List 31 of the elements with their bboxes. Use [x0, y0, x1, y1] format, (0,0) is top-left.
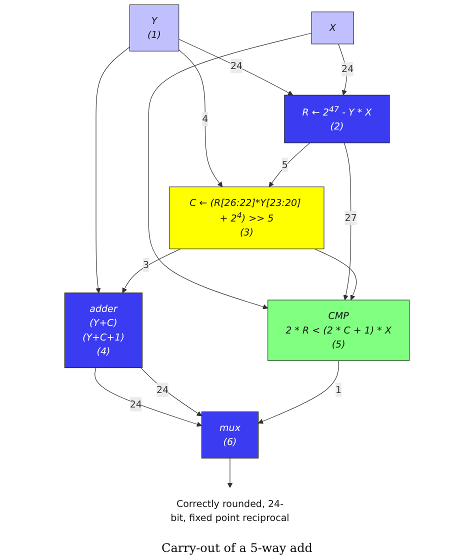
edge-label: 5 [282, 158, 288, 170]
arrow [258, 360, 339, 424]
node-box: Y (1) [129, 4, 180, 52]
node-box: mux (6) [201, 411, 259, 458]
edge-label: 4 [202, 113, 208, 124]
arrow [178, 49, 223, 188]
edge-label: 24 [230, 60, 243, 72]
arrow [148, 32, 312, 310]
edge-label: 24 [156, 384, 169, 396]
arrow [227, 458, 233, 488]
arrow [122, 248, 181, 294]
arrow [343, 142, 352, 300]
edge-label: 24 [342, 63, 354, 75]
arrow [314, 248, 357, 300]
edge-label: 1 [336, 384, 342, 396]
node-text: Correctly rounded, 24-bit, fixed point reciprocal [170, 498, 290, 524]
arrow [96, 46, 130, 294]
arrow [140, 367, 202, 416]
node-box: R ← 2$^{47}$ - Y * X (2) [284, 94, 390, 144]
arrow [178, 38, 294, 96]
edge-label: 24 [130, 398, 142, 410]
node-box: adder (Y+C) (Y+C+1) (4) [64, 292, 143, 368]
note-text: Carry-out of a 5-way add [162, 541, 312, 555]
arrow [268, 142, 310, 188]
edge-label: 27 [344, 212, 357, 224]
arrow [338, 44, 347, 96]
node-box: CMP 2 * R < (2 * C + 1) * X (5) [268, 300, 410, 361]
node-box: C ← (R[26:22]*Y[23:20] + 2$^{4}$) >> 5 (3) [169, 186, 324, 250]
arrow [94, 367, 202, 427]
edge-label: 3 [142, 259, 150, 270]
node-box: X [311, 12, 354, 44]
